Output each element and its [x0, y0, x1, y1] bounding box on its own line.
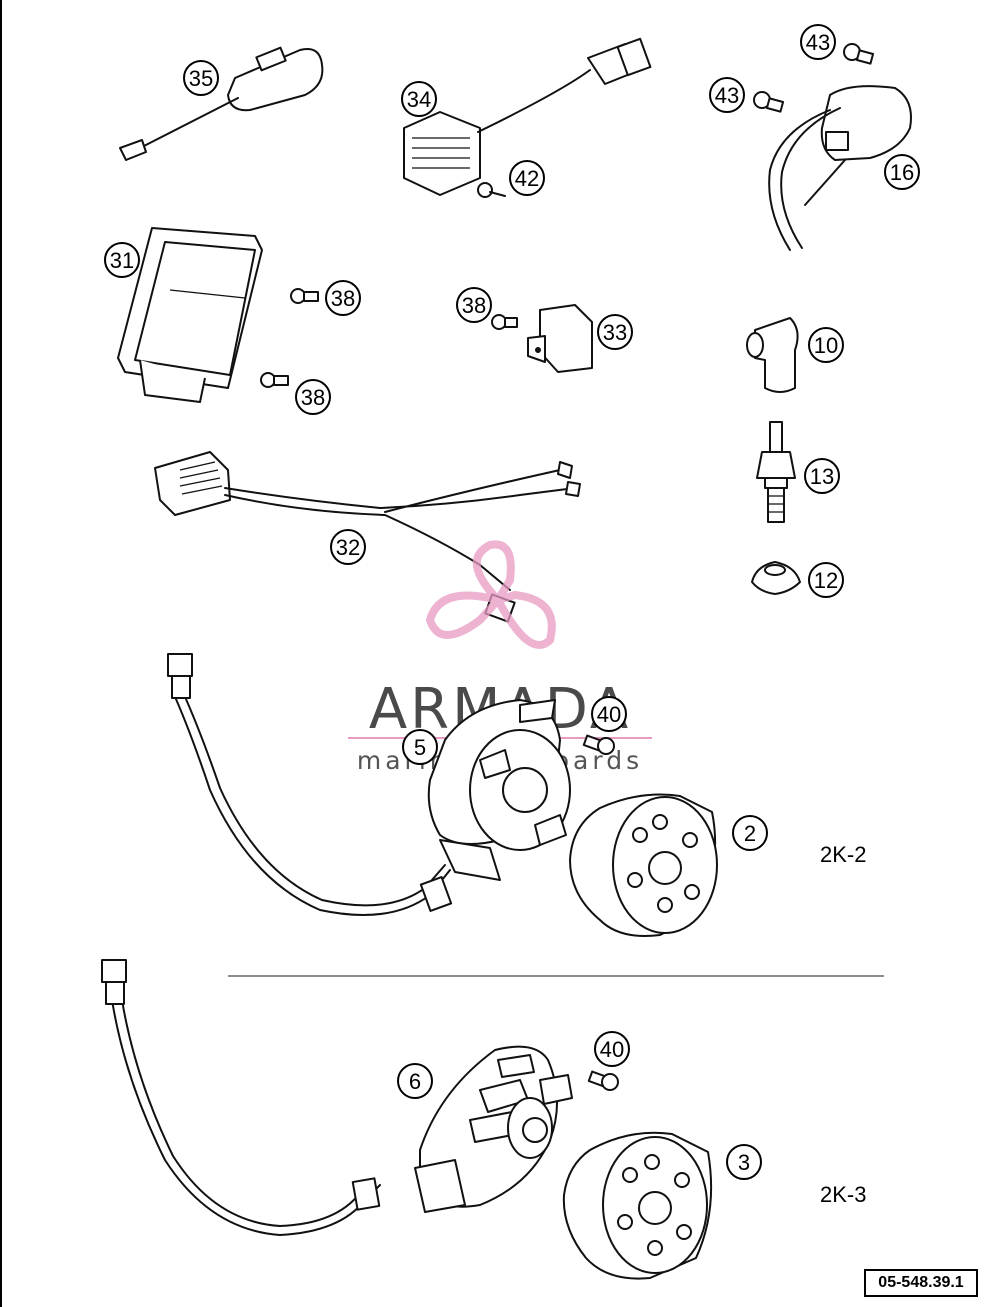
callout-14: 12: [808, 562, 844, 598]
part-40-screw-lower: [587, 1070, 619, 1091]
part-10-spark-plug-cap: [746, 317, 799, 393]
part-35-capacitor: [119, 46, 324, 161]
callout-3: 43: [800, 24, 836, 60]
callout-number: 38: [301, 385, 325, 410]
callout-number: 34: [407, 87, 431, 112]
callout-2: 34: [401, 81, 437, 117]
part-43-screw-a: [843, 43, 875, 65]
part-43-screw-b: [753, 91, 785, 113]
callout-layer: 35 34 43 43 42 16 31 38 38 33 38 10 13 12 32 40 5 2 6 40 3: [104, 24, 920, 1180]
callout-number: 6: [409, 1069, 421, 1094]
part-13-spark-plug: [756, 421, 796, 523]
callout-number: 2: [744, 821, 756, 846]
callout-number: 42: [515, 166, 539, 191]
variant-label-2k3: 2K-3: [820, 1182, 866, 1207]
callout-10: 33: [597, 314, 633, 350]
callout-4: 43: [709, 77, 745, 113]
callout-number: 16: [890, 160, 914, 185]
part-38-screw-c: [491, 314, 518, 330]
callout-16: 40: [591, 696, 627, 732]
callout-number: 10: [814, 333, 838, 358]
callout-18: 2: [732, 815, 768, 851]
part-12-grommet: [751, 561, 801, 595]
drawing-code-badge: 05-548.39.1: [864, 1269, 978, 1297]
callout-21: 3: [726, 1144, 762, 1180]
callout-20: 40: [594, 1031, 630, 1067]
callout-number: 13: [810, 464, 834, 489]
callout-1: 35: [183, 60, 219, 96]
callout-number: 38: [462, 293, 486, 318]
part-38-screw-a: [290, 288, 319, 304]
callout-13: 13: [804, 458, 840, 494]
variant-label-2k2: 2K-2: [820, 842, 866, 867]
callout-number: 32: [336, 535, 360, 560]
callout-number: 40: [597, 702, 621, 727]
callout-number: 3: [738, 1150, 750, 1175]
callout-number: 40: [600, 1037, 624, 1062]
watermark-propeller-logo: [425, 540, 556, 649]
callout-number: 33: [603, 320, 627, 345]
callout-7: 31: [104, 242, 140, 278]
callout-number: 43: [715, 83, 739, 108]
part-34-regulator: [403, 37, 652, 196]
callout-8: 38: [325, 280, 361, 316]
callout-number: 31: [110, 248, 134, 273]
callout-number: 43: [806, 30, 830, 55]
callout-9: 38: [295, 379, 331, 415]
part-16-ignition-coil: [768, 85, 912, 251]
part-42-screw: [477, 182, 506, 198]
callout-number: 12: [814, 568, 838, 593]
callout-number: 38: [331, 286, 355, 311]
part-38-screw-b: [260, 372, 289, 388]
part-6-stator: [101, 959, 573, 1236]
callout-17: 5: [402, 729, 438, 765]
callout-5: 42: [509, 160, 545, 196]
part-3-flywheel-rotor: [562, 1131, 713, 1280]
callout-19: 6: [397, 1063, 433, 1099]
part-2-flywheel-rotor: [569, 793, 718, 937]
callout-6: 16: [884, 154, 920, 190]
part-40-screw-upper: [582, 734, 615, 755]
callout-number: 5: [414, 735, 426, 760]
callout-12: 10: [808, 327, 844, 363]
part-33-bracket: [527, 304, 593, 373]
callout-number: 35: [189, 66, 213, 91]
part-5-stator: [167, 653, 571, 916]
callout-15: 32: [330, 529, 366, 565]
callout-11: 38: [456, 287, 492, 323]
part-31-cdi-unit: [117, 227, 263, 403]
